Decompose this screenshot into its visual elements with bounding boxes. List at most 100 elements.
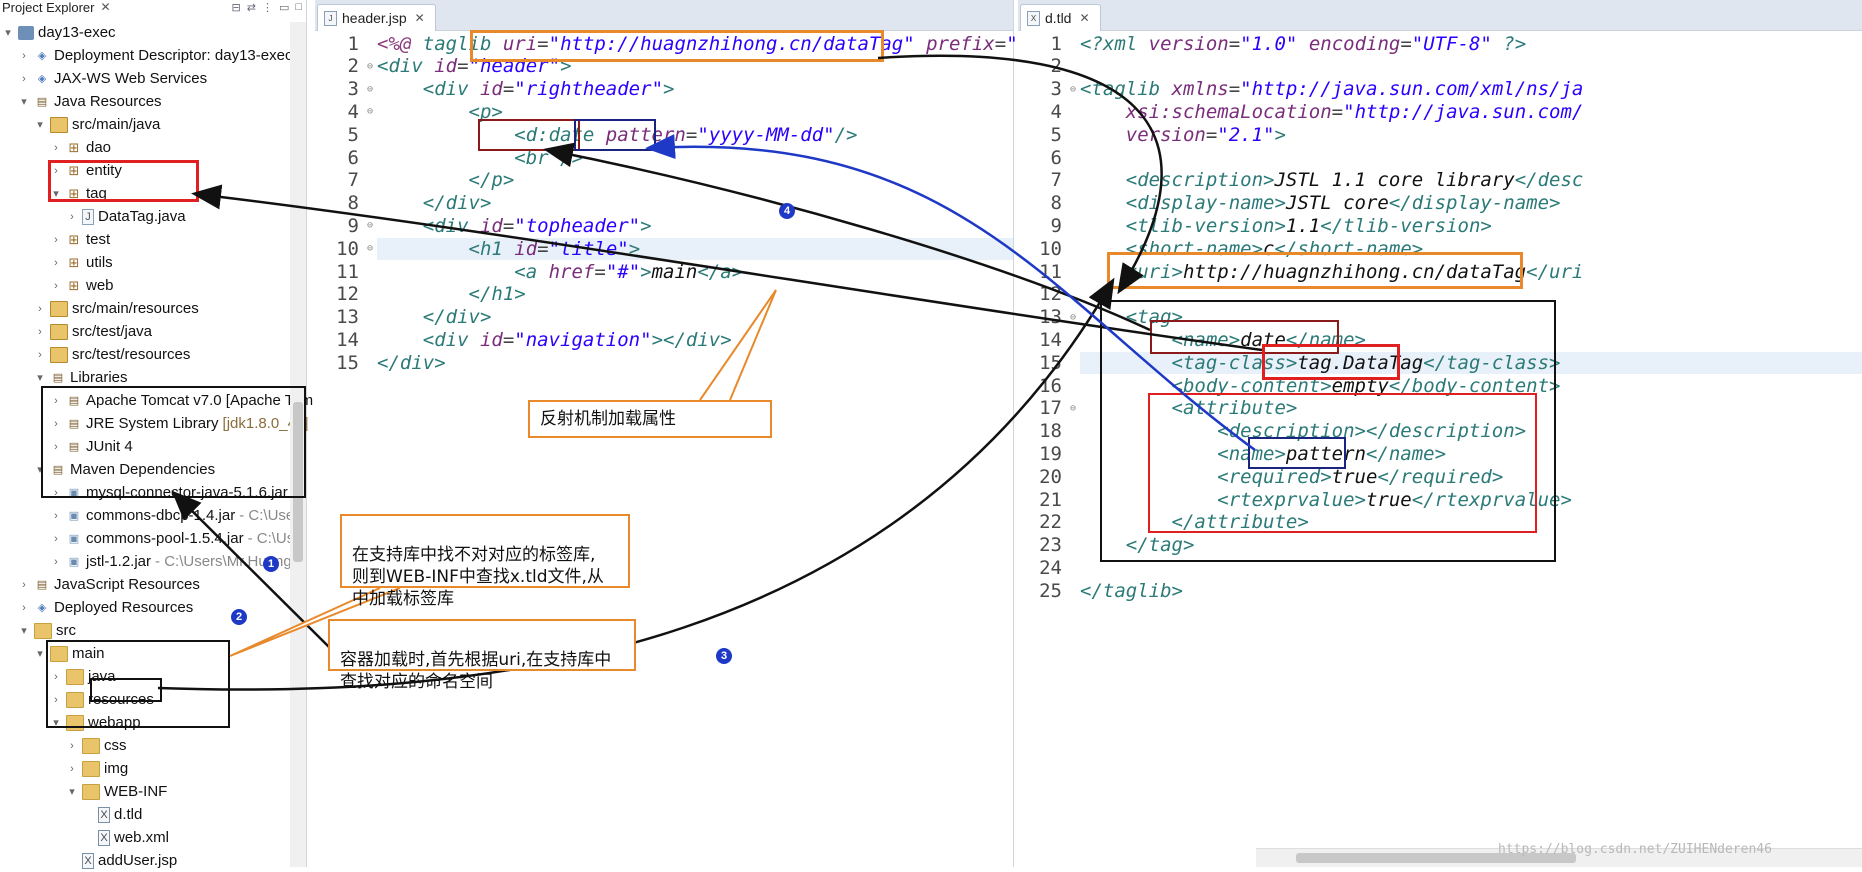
view-menu-icon[interactable]: ⋮	[261, 1, 273, 14]
tree-item[interactable]: ▾day13-exec	[0, 21, 288, 44]
code-line[interactable]: 6 <br />	[315, 146, 1013, 169]
expanded-chevron-icon[interactable]: ▾	[37, 648, 43, 660]
tree-item[interactable]: ›src/test/resources	[0, 343, 288, 366]
code-line[interactable]: 18 <description></description>	[1018, 420, 1862, 443]
code-line[interactable]: 15</div>	[315, 351, 1013, 374]
collapsed-chevron-icon[interactable]: ›	[38, 325, 42, 338]
tree-item[interactable]: ›◈Deployment Descriptor: day13-exec	[0, 44, 292, 67]
tab-header-jsp[interactable]: J header.jsp ✕	[317, 4, 436, 31]
tree-item[interactable]: ›▤JavaScript Resources	[0, 573, 288, 596]
code-line[interactable]: 10⊖ <h1 id="title">	[315, 237, 1013, 260]
collapsed-chevron-icon[interactable]: ›	[22, 578, 26, 591]
fold-icon[interactable]: ⊖	[367, 106, 374, 118]
code-line[interactable]: 4 xsi:schemaLocation="http://java.sun.co…	[1018, 100, 1862, 123]
code-line[interactable]: 12	[1018, 283, 1862, 306]
tree-item[interactable]: ›▣mysql-connector-java-5.1.6.jar-	[0, 481, 297, 504]
code-line[interactable]: 8 </div>	[315, 192, 1013, 215]
expanded-chevron-icon[interactable]: ▾	[5, 27, 11, 39]
fold-icon[interactable]: ⊖	[367, 243, 374, 255]
collapsed-chevron-icon[interactable]: ›	[54, 233, 58, 246]
fold-icon[interactable]: ⊖	[367, 220, 374, 232]
collapsed-chevron-icon[interactable]: ›	[54, 486, 58, 499]
code-line[interactable]: 2	[1018, 55, 1862, 78]
collapsed-chevron-icon[interactable]: ›	[54, 670, 58, 683]
tree-item[interactable]: ›java	[0, 665, 288, 688]
tree-item[interactable]: ›css	[0, 734, 288, 757]
tree-item[interactable]: ›resources	[0, 688, 288, 711]
code-line[interactable]: 4⊖ <p>	[315, 100, 1013, 123]
expanded-chevron-icon[interactable]: ▾	[53, 717, 59, 729]
tree-item[interactable]: ›web	[0, 274, 288, 297]
collapsed-chevron-icon[interactable]: ›	[54, 509, 58, 522]
code-line[interactable]: 17⊖ <attribute>	[1018, 397, 1862, 420]
tree-item[interactable]: ▾▤Java Resources	[0, 90, 288, 113]
expanded-chevron-icon[interactable]: ▾	[21, 96, 27, 108]
collapsed-chevron-icon[interactable]: ›	[54, 394, 58, 407]
tab-d-tld[interactable]: X d.tld ✕	[1020, 4, 1101, 31]
code-line[interactable]: 20 <required>true</required>	[1018, 465, 1862, 488]
code-line[interactable]: 7 </p>	[315, 169, 1013, 192]
explorer-close-icon[interactable]: ✕	[100, 0, 111, 14]
collapsed-chevron-icon[interactable]: ›	[54, 440, 58, 453]
tree-item[interactable]: ›entity	[0, 159, 288, 182]
fold-icon[interactable]: ⊖	[367, 60, 374, 72]
code-line[interactable]: 24	[1018, 556, 1862, 579]
code-area[interactable]: 1<%@ taglib uri="http://huagnzhihong.cn/…	[315, 32, 1030, 867]
code-line[interactable]: 1<%@ taglib uri="http://huagnzhihong.cn/…	[315, 32, 1030, 55]
tree-item[interactable]: ▾tag	[0, 182, 288, 205]
expanded-chevron-icon[interactable]: ▾	[53, 188, 59, 200]
tree-item[interactable]: ›utils	[0, 251, 288, 274]
collapse-all-icon[interactable]: ⊟	[231, 1, 241, 14]
code-line[interactable]: 25</taglib>	[1018, 579, 1862, 602]
code-line[interactable]: 5 <d:date pattern="yyyy-MM-dd"/>	[315, 123, 1013, 146]
code-line[interactable]: 3⊖ <div id="rightheader">	[315, 78, 1013, 101]
tree-item[interactable]: ▾webapp	[0, 711, 288, 734]
tree-item[interactable]: ›▤Apache Tomcat v7.0 [Apache Tom	[0, 389, 313, 412]
code-line[interactable]: 2⊖<div id="header">	[315, 55, 1013, 78]
code-line[interactable]: 13⊖ <tag>	[1018, 306, 1862, 329]
tree-item[interactable]: ▾WEB-INF	[0, 780, 288, 803]
collapsed-chevron-icon[interactable]: ›	[22, 72, 26, 85]
collapsed-chevron-icon[interactable]: ›	[54, 555, 58, 568]
code-line[interactable]: 15 <tag-class>tag.DataTag</tag-class>	[1018, 351, 1862, 374]
close-tab-icon[interactable]: ✕	[1079, 11, 1090, 25]
tree-item[interactable]: ›▣jstl-1.2.jar- C:\Users\Mr.Huang\	[0, 550, 296, 573]
explorer-scrollbar[interactable]	[290, 22, 306, 867]
maximize-icon[interactable]: □	[295, 0, 302, 13]
expanded-chevron-icon[interactable]: ▾	[37, 119, 43, 131]
expanded-chevron-icon[interactable]: ▾	[37, 464, 43, 476]
code-line[interactable]: 7 <description>JSTL 1.1 core library</de…	[1018, 169, 1862, 192]
code-line[interactable]: 1<?xml version="1.0" encoding="UTF-8" ?>	[1018, 32, 1862, 55]
minimize-icon[interactable]: ▭	[278, 1, 290, 14]
expanded-chevron-icon[interactable]: ▾	[37, 372, 43, 384]
code-line[interactable]: 16 <body-content>empty</body-content>	[1018, 374, 1862, 397]
code-line[interactable]: 10 <short-name>c</short-name>	[1018, 237, 1862, 260]
collapsed-chevron-icon[interactable]: ›	[54, 532, 58, 545]
collapsed-chevron-icon[interactable]: ›	[22, 49, 26, 62]
fold-icon[interactable]: ⊖	[1070, 83, 1077, 95]
code-line[interactable]: 21 <rtexprvalue>true</rtexprvalue>	[1018, 488, 1862, 511]
collapsed-chevron-icon[interactable]: ›	[54, 693, 58, 706]
collapsed-chevron-icon[interactable]: ›	[54, 256, 58, 269]
code-line[interactable]: 14 <name>date</name>	[1018, 328, 1862, 351]
collapsed-chevron-icon[interactable]: ›	[54, 279, 58, 292]
code-line[interactable]: 11 <uri>http://huagnzhihong.cn/dataTag</…	[1018, 260, 1862, 283]
tree-item[interactable]: ›▣commons-dbcp-1.4.jar- C:\Use	[0, 504, 294, 527]
code-line[interactable]: 12 </h1>	[315, 283, 1013, 306]
code-line[interactable]: 13 </div>	[315, 306, 1013, 329]
expanded-chevron-icon[interactable]: ▾	[21, 625, 27, 637]
collapsed-chevron-icon[interactable]: ›	[54, 417, 58, 430]
collapsed-chevron-icon[interactable]: ›	[70, 762, 74, 775]
tree-item[interactable]: ▾▤Maven Dependencies	[0, 458, 288, 481]
collapsed-chevron-icon[interactable]: ›	[38, 302, 42, 315]
tree-item[interactable]: ›▣commons-pool-1.5.4.jar- C:\Us	[0, 527, 294, 550]
tree-item[interactable]: ›◈JAX-WS Web Services	[0, 67, 288, 90]
horizontal-scroll-thumb[interactable]	[1296, 853, 1576, 863]
expanded-chevron-icon[interactable]: ▾	[69, 786, 75, 798]
tree-item[interactable]: ▾▤Libraries	[0, 366, 288, 389]
fold-icon[interactable]: ⊖	[1070, 402, 1077, 414]
code-line[interactable]: 6	[1018, 146, 1862, 169]
